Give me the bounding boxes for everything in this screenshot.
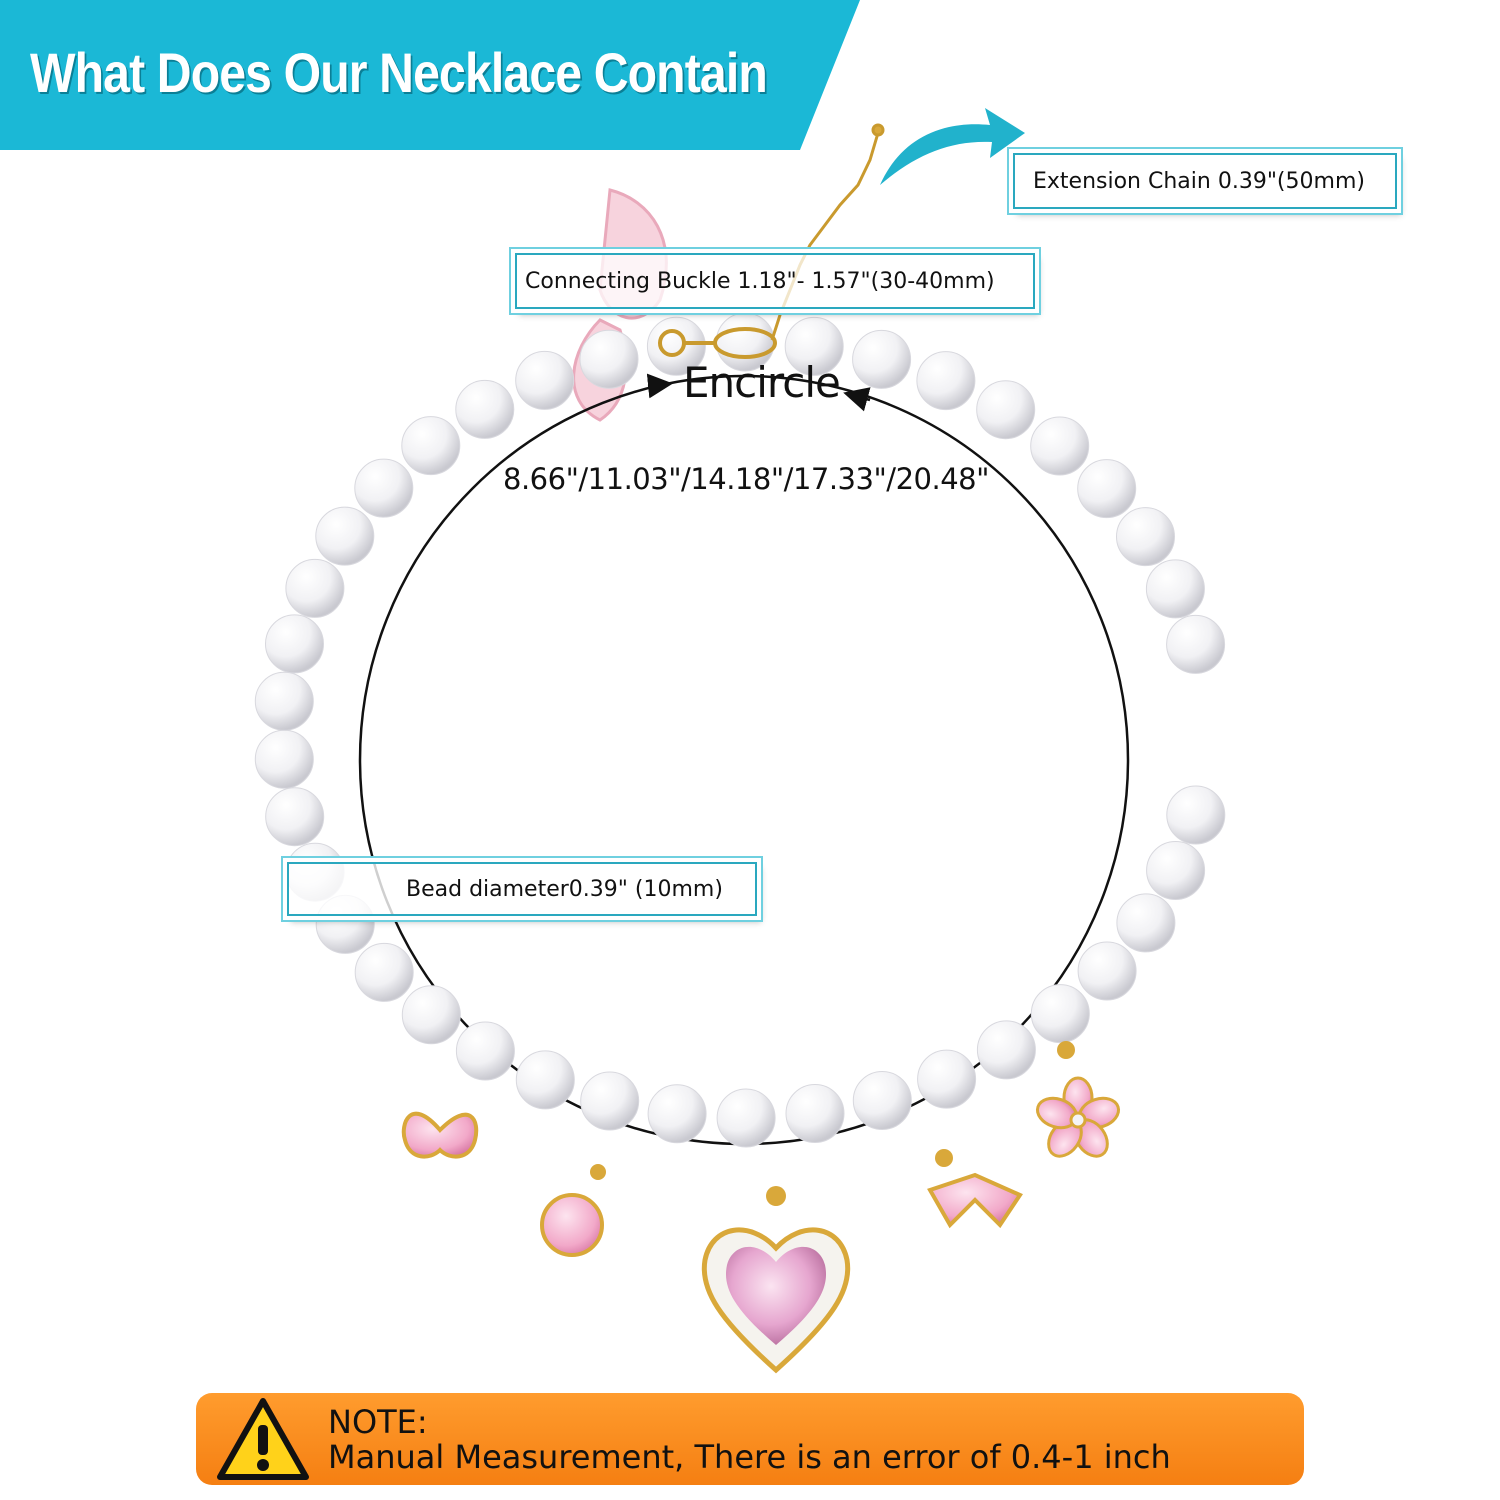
pearl-bead (647, 1084, 707, 1144)
pearl-bead (455, 1021, 515, 1081)
curved-arrow-icon (880, 108, 1025, 185)
pearl-bead (1030, 416, 1090, 476)
pearl-bead (580, 1071, 640, 1131)
warning-triangle-icon (217, 1398, 309, 1480)
pearl-bead (916, 351, 976, 411)
pearl-bead (716, 1088, 776, 1148)
pearl-bead (285, 558, 345, 618)
note-text: Manual Measurement, There is an error of… (328, 1438, 1171, 1476)
note-title: NOTE: (328, 1403, 428, 1441)
pearl-bead (917, 1049, 977, 1109)
pearl-bead (401, 985, 461, 1045)
pearl-bead (455, 379, 515, 439)
pearl-bead (1116, 507, 1175, 567)
extension-chain-text: Extension Chain 0.39"(50mm) (1033, 168, 1365, 194)
pearl-bead (254, 729, 314, 789)
pearl-bead (401, 416, 461, 476)
pearl-bead (1077, 459, 1137, 519)
pearl-bead (515, 1050, 575, 1110)
pearl-bead (254, 671, 314, 731)
header-banner (0, 0, 860, 150)
connecting-buckle-text: Connecting Buckle 1.18"- 1.57"(30-40mm) (525, 268, 995, 294)
pearl-bead (852, 1071, 912, 1130)
connecting-buckle-label: Connecting Buckle 1.18"- 1.57"(30-40mm) (515, 253, 1035, 309)
pearl-bead (1145, 559, 1205, 619)
pearl-bead (1077, 941, 1137, 1001)
pearl-strand (254, 312, 1226, 1148)
pearl-bead (784, 316, 844, 376)
size-options-text: 8.66"/11.03"/14.18"/17.33"/20.48" (503, 462, 989, 496)
pearl-bead (265, 787, 325, 847)
pearl-bead (315, 506, 375, 566)
flower-face-charm (540, 1164, 606, 1257)
sakura-flower-charm (1035, 1041, 1121, 1158)
pearl-bead (354, 942, 414, 1002)
lobster-clasp (658, 327, 777, 359)
page-title: What Does Our Necklace Contain (30, 41, 768, 104)
extension-chain-label: Extension Chain 0.39"(50mm) (1013, 153, 1397, 209)
bow-charm (927, 1149, 1023, 1229)
encircle-arrow-left (646, 373, 673, 399)
pearl-bead (515, 350, 575, 410)
bead-diameter-label: Bead diameter0.39" (10mm) (287, 862, 757, 916)
pearl-bead (1116, 893, 1176, 953)
encircle-label: Encircle (683, 358, 841, 407)
pearl-bead (354, 458, 414, 518)
pearl-bead (976, 1020, 1036, 1080)
encircle-arrow-right (843, 387, 871, 412)
pearl-bead (1146, 841, 1206, 900)
pearl-bead (1166, 785, 1226, 845)
pearl-bead (265, 614, 324, 674)
pearl-bead (1030, 984, 1090, 1044)
butterfly-charm (401, 1111, 479, 1159)
pearl-bead (1166, 614, 1226, 674)
pearl-bead (785, 1084, 845, 1143)
note-banner: NOTE: Manual Measurement, There is an er… (196, 1393, 1304, 1485)
heart-crystal-pendant (701, 1186, 851, 1374)
pearl-bead (976, 380, 1036, 440)
pearl-bead (579, 329, 639, 389)
pearl-bead (646, 316, 706, 376)
bead-diameter-text: Bead diameter0.39" (10mm) (406, 876, 723, 902)
pearl-bead (852, 329, 912, 389)
